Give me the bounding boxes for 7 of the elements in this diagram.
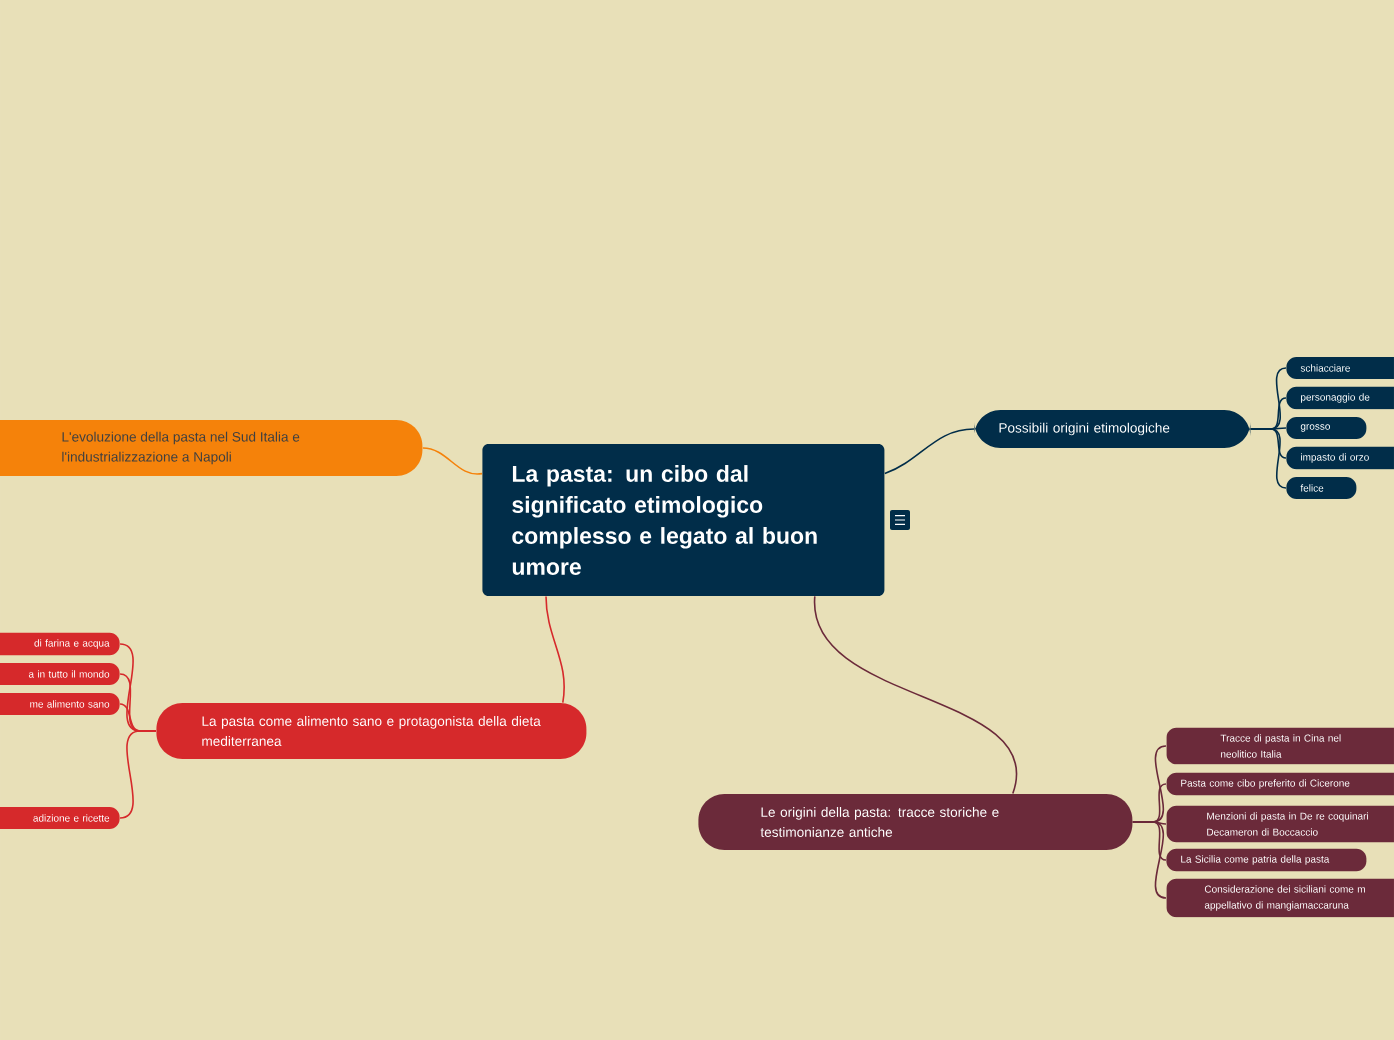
connector-line: [1250, 428, 1287, 489]
connector-line: [1132, 821, 1167, 899]
central-topic-box: La pasta: un cibo dal significato etimologico complesso e legato al buon umore: [482, 444, 885, 596]
connector-line: [545, 595, 565, 704]
connector-line: [884, 428, 975, 475]
connector-line: [814, 595, 1018, 795]
connector-line: [422, 447, 483, 475]
